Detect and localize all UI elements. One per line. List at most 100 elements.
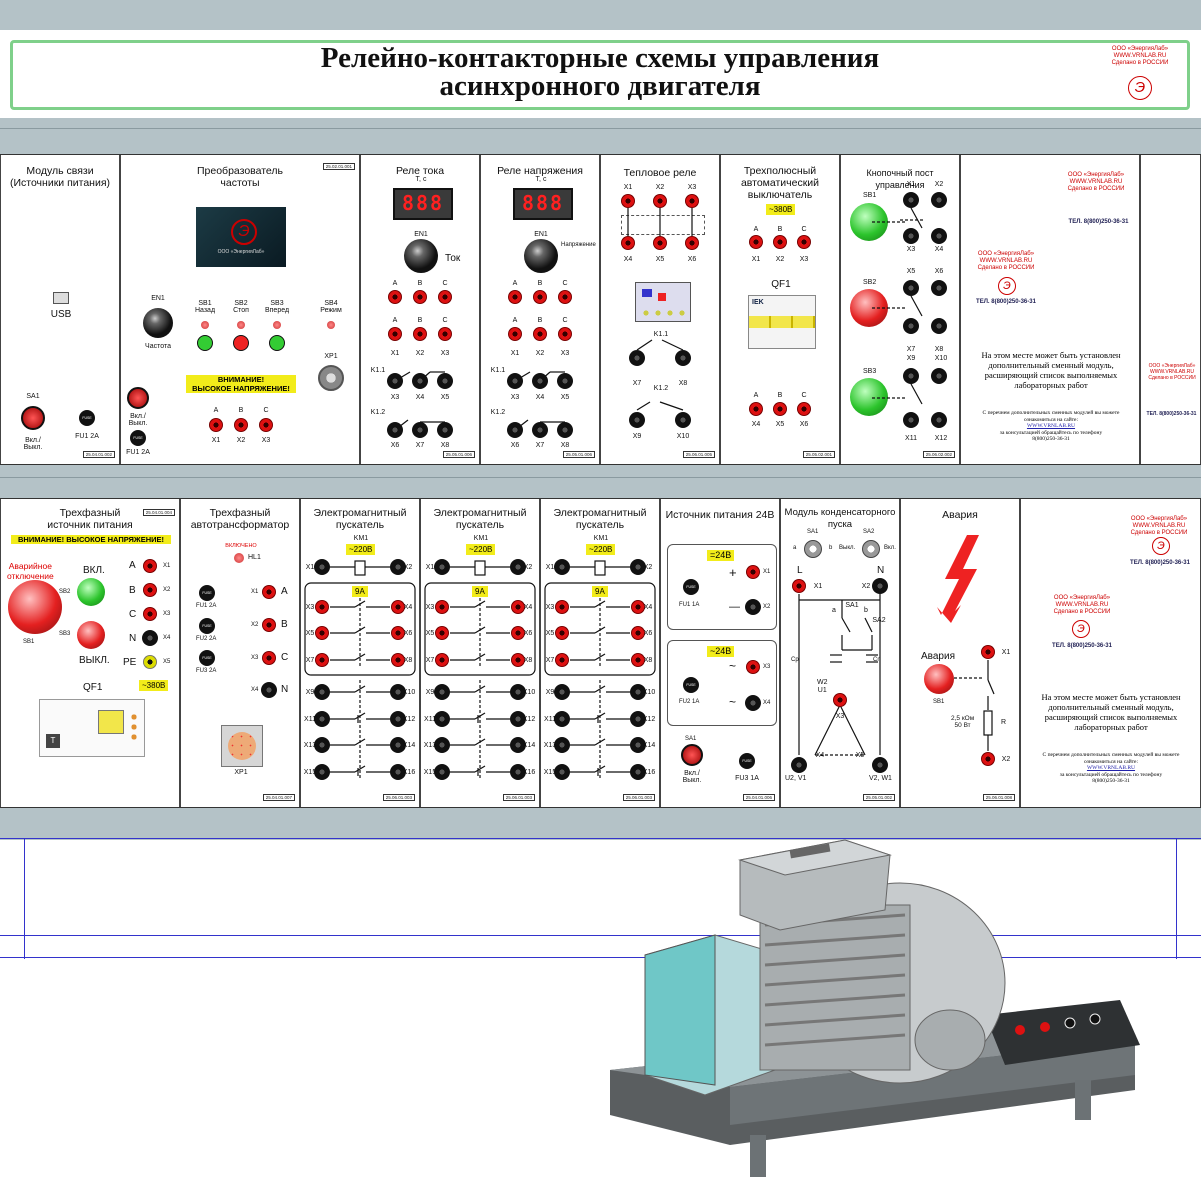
capacitor-l-jack[interactable] (792, 579, 806, 593)
relay-k11-jack[interactable] (437, 373, 453, 389)
aux-contact-jack[interactable] (630, 684, 646, 700)
aux-contact-jack[interactable] (434, 684, 450, 700)
coil-jack[interactable] (390, 559, 406, 575)
main-contact-jack[interactable] (555, 653, 569, 667)
relay-k11-jack[interactable] (532, 373, 548, 389)
button-jack[interactable] (903, 280, 919, 296)
coil-jack[interactable] (510, 559, 526, 575)
aux-contact-jack[interactable] (390, 737, 406, 753)
main-contact-jack[interactable] (511, 653, 525, 667)
relay-k12-jack[interactable] (387, 422, 403, 438)
alarm-x1-jack[interactable] (981, 645, 995, 659)
button-jack[interactable] (931, 228, 947, 244)
breaker-out-jack[interactable] (749, 402, 763, 416)
coil-jack[interactable] (554, 559, 570, 575)
coil-jack[interactable] (434, 559, 450, 575)
aux-contact-jack[interactable] (510, 764, 526, 780)
jack-x1[interactable] (746, 565, 760, 579)
aux-contact-jack[interactable] (510, 684, 526, 700)
main-contact-jack[interactable] (315, 653, 329, 667)
winding-x4-jack[interactable] (791, 757, 807, 773)
green-button-sb3[interactable] (850, 378, 888, 416)
main-contact-jack[interactable] (435, 653, 449, 667)
aux-contact-jack[interactable] (554, 737, 570, 753)
breaker-out-jack[interactable] (773, 402, 787, 416)
button-jack[interactable] (903, 192, 919, 208)
capacitor-n-jack[interactable] (872, 578, 888, 594)
usb-icon[interactable] (53, 292, 69, 304)
green-button-sb1[interactable] (850, 203, 888, 241)
aux-contact-jack[interactable] (314, 684, 330, 700)
relay-in-jack[interactable] (558, 290, 572, 304)
relay-in-jack[interactable] (388, 290, 402, 304)
power-switch[interactable] (127, 387, 149, 409)
aux-contact-jack[interactable] (390, 711, 406, 727)
button-jack[interactable] (931, 368, 947, 384)
voltage-knob[interactable] (524, 239, 558, 273)
jack-x2[interactable] (234, 418, 248, 432)
button-jack[interactable] (903, 318, 919, 334)
button-jack[interactable] (903, 412, 919, 428)
red-button-sb2[interactable] (850, 289, 888, 327)
thermal-k11-jack[interactable] (675, 350, 691, 366)
relay-in-jack[interactable] (508, 290, 522, 304)
main-contact-jack[interactable] (315, 600, 329, 614)
aux-contact-jack[interactable] (434, 764, 450, 780)
breaker-icon[interactable]: IEK (748, 295, 816, 349)
jack-x3[interactable] (259, 418, 273, 432)
main-contact-jack[interactable] (511, 600, 525, 614)
aux-contact-jack[interactable] (314, 711, 330, 727)
aux-contact-jack[interactable] (630, 737, 646, 753)
main-contact-jack[interactable] (511, 626, 525, 640)
aux-contact-jack[interactable] (434, 737, 450, 753)
relay-in-jack[interactable] (438, 290, 452, 304)
relay-k12-jack[interactable] (437, 422, 453, 438)
relay-k11-jack[interactable] (387, 373, 403, 389)
main-contact-jack[interactable] (631, 600, 645, 614)
relay-in-jack[interactable] (533, 290, 547, 304)
relay-out-jack[interactable] (508, 327, 522, 341)
aux-contact-jack[interactable] (390, 764, 406, 780)
aux-contact-jack[interactable] (554, 764, 570, 780)
relay-out-jack[interactable] (533, 327, 547, 341)
relay-k11-jack[interactable] (412, 373, 428, 389)
breaker-in-jack[interactable] (797, 235, 811, 249)
current-knob[interactable] (404, 239, 438, 273)
relay-out-jack[interactable] (413, 327, 427, 341)
aux-contact-jack[interactable] (554, 684, 570, 700)
breaker-in-jack[interactable] (773, 235, 787, 249)
jack-x3[interactable] (746, 660, 760, 674)
relay-k12-jack[interactable] (412, 422, 428, 438)
aux-contact-jack[interactable] (554, 711, 570, 727)
aux-contact-jack[interactable] (510, 711, 526, 727)
xp1-connector[interactable] (221, 725, 263, 767)
power-switch[interactable] (21, 406, 45, 430)
avaria-button[interactable] (924, 664, 954, 694)
relay-k12-jack[interactable] (532, 422, 548, 438)
site-link[interactable]: WWW.VRNLAB.RU (1086, 765, 1136, 771)
frequency-knob[interactable] (143, 308, 173, 338)
aux-contact-jack[interactable] (434, 711, 450, 727)
jack-x1[interactable] (262, 585, 276, 599)
button-jack[interactable] (931, 412, 947, 428)
main-contact-jack[interactable] (555, 600, 569, 614)
relay-k12-jack[interactable] (557, 422, 573, 438)
back-button[interactable] (197, 335, 213, 351)
main-contact-jack[interactable] (391, 626, 405, 640)
jack-x3[interactable] (262, 651, 276, 665)
relay-in-jack[interactable] (413, 290, 427, 304)
jack-x2[interactable] (143, 583, 157, 597)
relay-k11-jack[interactable] (507, 373, 523, 389)
thermal-k12-jack[interactable] (675, 412, 691, 428)
jack-x2[interactable] (262, 618, 276, 632)
xp1-connector[interactable] (318, 365, 344, 391)
breaker-icon[interactable]: T (39, 699, 145, 757)
jack-x2[interactable] (745, 599, 761, 615)
stop-button[interactable] (233, 335, 249, 351)
jack-x4[interactable] (745, 695, 761, 711)
main-contact-jack[interactable] (435, 600, 449, 614)
jack-x5[interactable] (143, 655, 157, 669)
button-jack[interactable] (903, 228, 919, 244)
aux-contact-jack[interactable] (630, 711, 646, 727)
alarm-x2-jack[interactable] (981, 752, 995, 766)
